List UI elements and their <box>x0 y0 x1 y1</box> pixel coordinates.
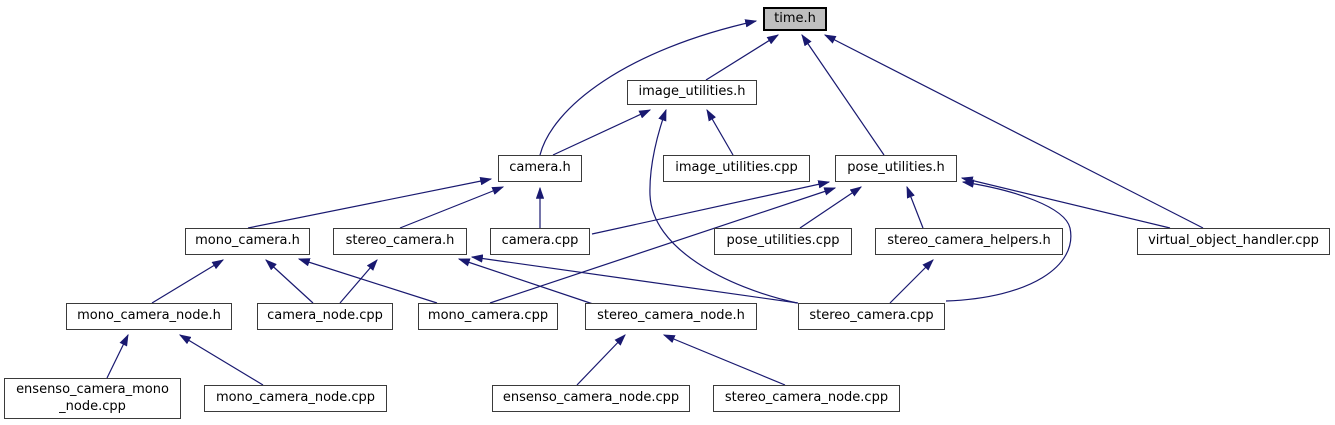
edge-image_utilities_h-to-time_h <box>705 34 780 81</box>
graph-node-virtual_object_handler_cpp[interactable]: virtual_object_handler.cpp <box>1137 228 1330 255</box>
graph-node-label: pose_utilities.cpp <box>726 233 840 249</box>
graph-node-time_h[interactable]: time.h <box>763 7 827 31</box>
graph-node-label: virtual_object_handler.cpp <box>1148 233 1319 249</box>
graph-node-camera_cpp[interactable]: camera.cpp <box>490 228 590 255</box>
edge-pose_utilities_h-to-time_h <box>801 34 885 156</box>
graph-node-label: mono_camera.cpp <box>427 308 549 324</box>
graph-node-label: stereo_camera_node.h <box>597 308 745 324</box>
graph-node-label: ensenso_camera_mono <box>16 382 169 398</box>
graph-node-mono_camera_node_cpp[interactable]: mono_camera_node.cpp <box>204 385 387 412</box>
graph-node-stereo_camera_node_cpp[interactable]: stereo_camera_node.cpp <box>713 385 900 412</box>
graph-node-image_utilities_h[interactable]: image_utilities.h <box>627 80 757 105</box>
graph-node-ensenso_camera_node_cpp[interactable]: ensenso_camera_node.cpp <box>492 385 690 412</box>
edge-mono_camera_node_h-to-mono_camera_h <box>151 259 225 304</box>
graph-node-label: time.h <box>774 10 816 26</box>
graph-node-mono_camera_h[interactable]: mono_camera.h <box>185 228 310 255</box>
graph-node-camera_h[interactable]: camera.h <box>498 155 582 182</box>
graph-node-stereo_camera_h[interactable]: stereo_camera.h <box>333 228 467 255</box>
edge-image_utilities_cpp-to-image_utilities_h <box>706 108 734 156</box>
edge-ensenso_camera_mono_node_cpp-to-mono_camera_node_h <box>106 333 129 379</box>
edge-virtual_object_handler_cpp-to-time_h <box>823 34 1204 229</box>
edge-mono_camera_cpp-to-mono_camera_h <box>297 258 438 304</box>
graph-node-label: mono_camera_node.h <box>77 308 221 324</box>
graph-node-image_utilities_cpp[interactable]: image_utilities.cpp <box>663 155 810 182</box>
graph-node-label: mono_camera_node.cpp <box>215 390 376 406</box>
edge-stereo_camera_cpp-to-stereo_camera_h <box>470 254 799 304</box>
edge-mono_camera_node_cpp-to-mono_camera_node_h <box>178 334 264 386</box>
edge-pose_utilities_cpp-to-pose_utilities_h <box>799 186 862 229</box>
graph-node-label: pose_utilities.h <box>847 160 945 176</box>
edge-stereo_camera_cpp-to-image_utilities_h <box>649 108 798 304</box>
graph-node-label: stereo_camera_helpers.h <box>887 233 1051 249</box>
graph-node-label: camera.cpp <box>501 233 579 249</box>
graph-node-stereo_camera_cpp[interactable]: stereo_camera.cpp <box>798 303 945 330</box>
graph-node-stereo_camera_helpers_h[interactable]: stereo_camera_helpers.h <box>875 228 1063 255</box>
edge-stereo_camera_node_cpp-to-stereo_camera_node_h <box>662 334 786 386</box>
graph-node-stereo_camera_node_h[interactable]: stereo_camera_node.h <box>585 303 757 330</box>
graph-node-label: stereo_camera.cpp <box>809 308 934 324</box>
graph-node-pose_utilities_cpp[interactable]: pose_utilities.cpp <box>714 228 852 255</box>
edge-stereo_camera_cpp-to-stereo_camera_helpers_h <box>889 259 934 304</box>
graph-node-label: camera_node.cpp <box>267 308 383 324</box>
graph-node-mono_camera_cpp[interactable]: mono_camera.cpp <box>418 303 558 330</box>
edge-stereo_camera_h-to-camera_h <box>399 186 505 229</box>
edge-camera_node_cpp-to-mono_camera_h <box>265 259 314 304</box>
graph-node-label: stereo_camera.h <box>345 233 455 249</box>
graph-node-label: _node.cpp <box>59 398 126 414</box>
graph-node-mono_camera_node_h[interactable]: mono_camera_node.h <box>66 303 232 330</box>
edge-virtual_object_handler_cpp-to-pose_utilities_h <box>960 176 1171 229</box>
graph-node-label: camera.h <box>509 160 571 176</box>
edge-camera_h-to-image_utilities_h <box>552 109 652 156</box>
edge-camera_node_cpp-to-stereo_camera_h <box>339 259 378 304</box>
graph-node-label: ensenso_camera_node.cpp <box>502 390 680 406</box>
edge-camera_cpp-to-pose_utilities_h <box>591 180 831 235</box>
graph-node-pose_utilities_h[interactable]: pose_utilities.h <box>835 155 957 182</box>
graph-node-ensenso_camera_mono_node_cpp[interactable]: ensenso_camera_mono_node.cpp <box>4 378 181 419</box>
graph-node-label: image_utilities.h <box>638 84 746 100</box>
edge-mono_camera_h-to-camera_h <box>247 177 493 229</box>
graph-node-label: image_utilities.cpp <box>675 160 798 176</box>
edge-mono_camera_cpp-to-pose_utilities_h <box>489 187 837 304</box>
edge-stereo_camera_node_h-to-stereo_camera_h <box>457 258 594 305</box>
graph-node-label: mono_camera.h <box>195 233 300 249</box>
edge-stereo_camera_cpp-to-pose_utilities_h <box>945 179 1072 302</box>
edge-ensenso_camera_node_cpp-to-stereo_camera_node_h <box>576 334 626 386</box>
graph-node-label: stereo_camera_node.cpp <box>724 390 889 406</box>
edge-stereo_camera_helpers_h-to-pose_utilities_h <box>906 185 924 229</box>
graph-node-camera_node_cpp[interactable]: camera_node.cpp <box>257 303 393 330</box>
edge-camera_h-to-time_h <box>539 19 758 156</box>
